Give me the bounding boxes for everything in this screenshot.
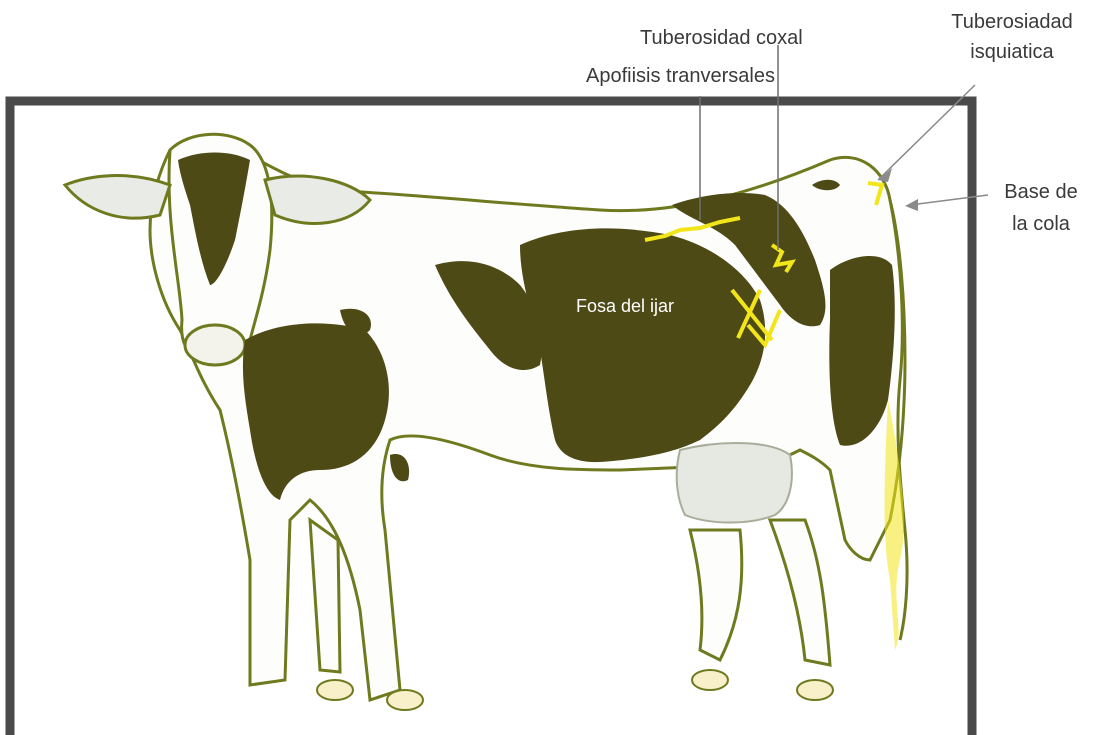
- label-fosa-ijar: Fosa del ijar: [576, 294, 674, 318]
- label-tuberosidad-isquiatica-2: isquiatica: [932, 40, 1092, 64]
- label-tuberosidad-isquiatica-1: Tuberosiadad: [932, 10, 1092, 34]
- cow-hoof-2: [387, 690, 423, 710]
- label-apofisis-transversales: Apofiisis tranversales: [586, 64, 775, 88]
- label-tuberosidad-coxal: Tuberosidad coxal: [640, 26, 803, 50]
- cow-hoof-4: [797, 680, 833, 700]
- cow-hoof-3: [692, 670, 728, 690]
- cow-udder: [677, 443, 792, 522]
- cow-muzzle: [185, 325, 245, 365]
- label-base-cola-1: Base de: [985, 180, 1097, 204]
- label-base-cola-2: la cola: [985, 212, 1097, 236]
- cow-hoof-1: [317, 680, 353, 700]
